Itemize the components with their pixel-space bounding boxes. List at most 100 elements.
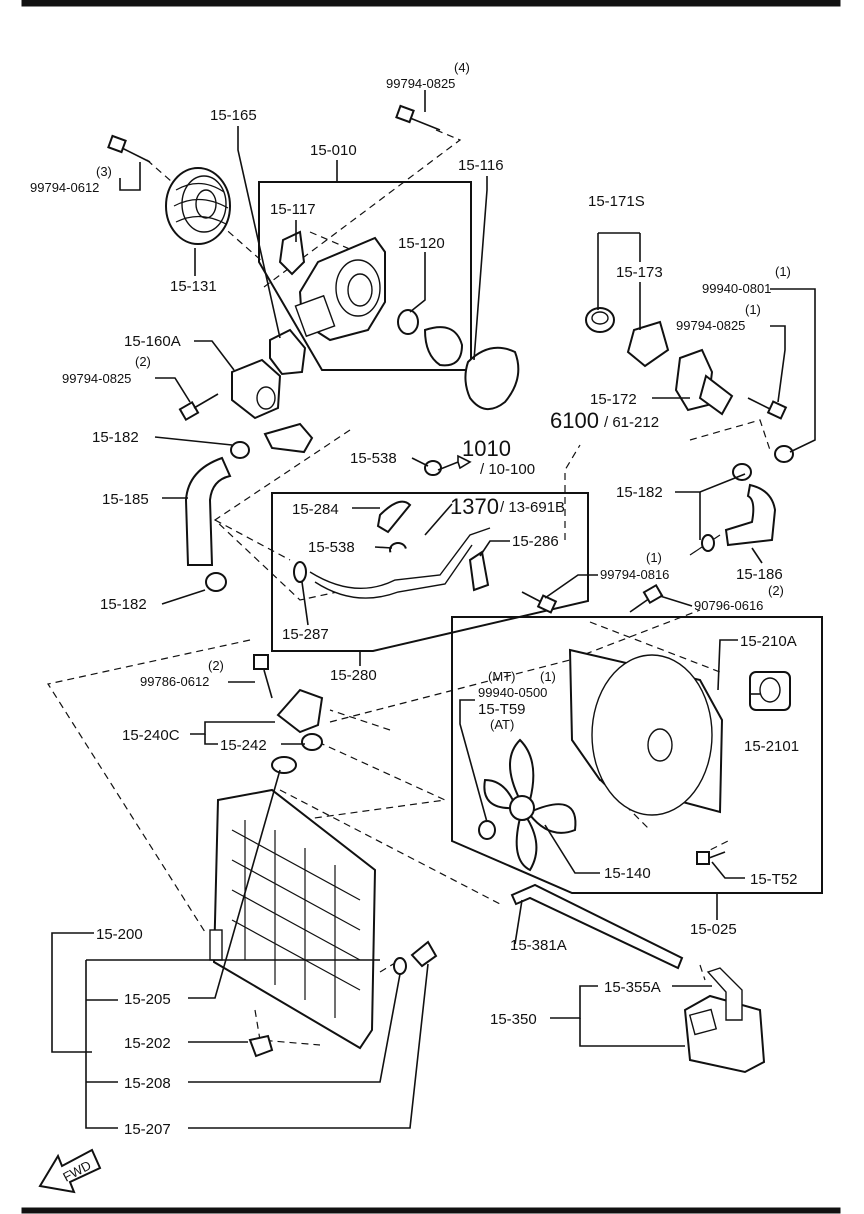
label-15-182-a: 15-182 [92,429,139,446]
bolt-99794-0612-icon [107,134,151,163]
label-99940-0500: 99940-0500 [478,685,547,700]
label-15-284: 15-284 [292,501,339,518]
impeller-icon [423,326,464,367]
label-bolt-qty-3: (3) [96,164,112,179]
label-15-355a: 15-355A [604,979,661,996]
label-bolt-qty-4: (4) [454,60,470,75]
label-15-120: 15-120 [398,235,445,252]
label-bolt-qty-2a: (2) [135,354,151,369]
label-bolt-qty-1a: (1) [775,264,791,279]
label-15-208: 15-208 [124,1075,171,1092]
overflow-hose-icon [510,883,684,970]
clamp-15-182-a-icon [230,441,250,459]
bottom-border [21,1207,841,1214]
hose-15-284-icon [376,500,412,534]
pulley-icon [165,167,231,245]
radiator-icon [209,788,377,1050]
label-ref-10-100: / 10-100 [480,461,535,478]
label-15-538-b: 15-538 [308,539,355,556]
label-at: (AT) [490,717,514,732]
gasket-15-165-icon [269,328,307,376]
label-15-160a: 15-160A [124,333,181,350]
clamp-small-icon [701,534,715,552]
label-90796-0616: 90796-0616 [694,598,763,613]
label-15-350: 15-350 [490,1011,537,1028]
pipe-icon [263,422,314,454]
label-99794-0825-top: 99794-0825 [386,76,455,91]
label-15-172: 15-172 [590,391,637,408]
label-15-182-b: 15-182 [616,484,663,501]
label-bolt-qty-2c: (2) [208,658,224,673]
label-15-538-a: 15-538 [350,450,397,467]
hose-15-185-icon [184,456,232,566]
water-pipe-15-280-icon [309,527,491,599]
bracket-15-286-icon [468,550,490,592]
label-15-242: 15-242 [220,737,267,754]
label-15-140: 15-140 [604,865,651,882]
label-15-010: 15-010 [310,142,357,159]
hose-15-538-a-icon [424,460,442,476]
label-15-165: 15-165 [210,107,257,124]
bolt-99794-0825-left-icon [178,393,219,422]
grommet-15-242-icon [301,733,323,751]
reserve-tank-icon [683,967,766,1074]
bolt-90796-0616-icon [629,583,664,613]
label-bolt-qty-1b: (1) [745,302,761,317]
label-15-117: 15-117 [270,201,316,218]
bracket-15-117-icon [278,230,306,276]
drain-plug-icon [248,1034,274,1058]
label-ref-13-691b: / 13-691B [500,499,565,516]
leader-lines [51,90,816,1129]
thermostat-icon [585,307,615,333]
bolt-99794-0825-top-icon [395,104,441,131]
label-mt: (MT) [488,669,515,684]
label-15-210a: 15-210A [740,633,797,650]
label-15-116: 15-116 [458,157,504,174]
o-ring-15-287-icon [293,561,307,583]
label-99786-0612: 99786-0612 [140,674,209,689]
label-15-207: 15-207 [124,1121,171,1138]
label-15-280: 15-280 [330,667,377,684]
clamp-15-182-c-icon [732,463,752,481]
label-15-2101: 15-2101 [744,738,799,755]
nut-99940-0801-icon [774,445,794,463]
gasket-15-116-icon [464,346,520,410]
top-border [21,0,841,7]
label-15-182-c: 15-182 [100,596,147,613]
label-15-025: 15-025 [690,921,737,938]
label-ref-1010: 1010 [462,436,511,461]
thermostat-cover-icon [674,348,734,416]
label-15-t59: 15-T59 [478,701,526,718]
plug-15-207-icon [410,940,438,968]
o-ring-15-208-icon [393,957,407,975]
fan-shroud-icon [568,648,724,816]
label-15-186: 15-186 [736,566,783,583]
fan-group-box [451,616,823,894]
radiator-cap-icon [271,756,297,774]
bolt-99786-0612-icon [253,654,273,699]
label-bolt-qty-1d: (1) [540,669,556,684]
label-ref-6100: 6100 [550,408,599,433]
label-15-287: 15-287 [282,626,329,643]
label-ref-1370: 1370 [450,494,499,519]
label-15-202: 15-202 [124,1035,171,1052]
fan-blade-icon [483,738,577,872]
fan-motor-icon [749,671,791,711]
label-15-171s: 15-171S [588,193,645,210]
fwd-arrow-icon [38,1148,102,1194]
bolt-99794-0816-icon [521,591,558,614]
nut-15-t59-icon [478,820,496,840]
label-fwd: FWD [60,1157,93,1184]
label-bolt-qty-2b: (2) [768,583,784,598]
label-15-200: 15-200 [96,926,143,943]
water-pump-icon [294,236,386,342]
label-ref-61-212: / 61-212 [604,414,659,431]
label-99794-0825-left: 99794-0825 [62,371,131,386]
water-pump-group-box [258,181,472,371]
label-15-205: 15-205 [124,991,171,1008]
water-outlet-15-160a-icon [231,358,282,420]
clamp-15-182-b-icon [205,572,227,592]
label-15-131: 15-131 [170,278,217,295]
label-99940-0801: 99940-0801 [702,281,771,296]
gasket-15-173-icon [626,320,670,368]
